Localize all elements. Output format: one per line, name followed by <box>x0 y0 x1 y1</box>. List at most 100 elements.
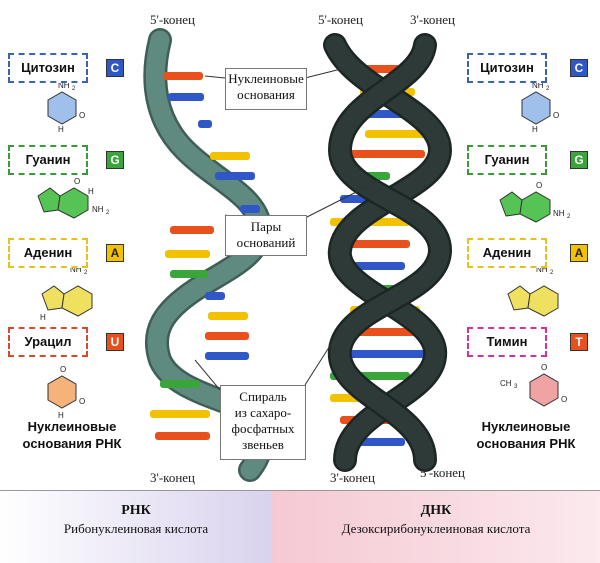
rna-base-red <box>163 72 203 80</box>
left-letter-c: C <box>106 59 124 77</box>
right-base-thymine-label: Тимин <box>467 327 547 357</box>
left-letter-u: U <box>106 333 124 351</box>
right-caption-line1: Нуклеиновые <box>481 419 571 434</box>
svg-text:2: 2 <box>72 86 76 92</box>
svg-text:O: O <box>79 397 85 406</box>
svg-text:O: O <box>541 363 547 372</box>
rna-base-red <box>155 432 210 440</box>
dna-backbone-1-fill <box>325 35 450 470</box>
svg-text:O: O <box>561 395 567 404</box>
svg-text:H: H <box>40 313 46 322</box>
callout-helix-line2: из сахаро- <box>234 405 292 420</box>
rna-base-red <box>170 226 214 234</box>
right-base-guanine-label: Гуанин <box>467 145 547 175</box>
right-caption-line2: основания РНК <box>476 436 576 451</box>
svg-text:NH: NH <box>92 205 104 214</box>
callout-nucleic-bases-line2: основания <box>237 87 295 102</box>
dna-footer-subtitle: Дезоксирибонуклеиновая кислота <box>341 521 531 536</box>
left-base-adenine-label: Аденин <box>8 238 88 268</box>
right-letter-c: C <box>570 59 588 77</box>
right-base-cytosine-label: Цитозин <box>467 53 547 83</box>
arrow-bases-1 <box>204 75 226 79</box>
svg-text:2: 2 <box>84 270 88 276</box>
left-base-guanine-label: Гуанин <box>8 145 88 175</box>
svg-text:O: O <box>536 181 542 190</box>
dna-helix <box>323 33 453 472</box>
dna-pair-red <box>345 150 425 158</box>
callout-base-pairs-line1: Пары <box>250 219 282 234</box>
arrow-bases-2 <box>304 67 346 79</box>
svg-text:NH: NH <box>70 265 82 274</box>
svg-text:2: 2 <box>546 86 550 92</box>
right-letter-g: G <box>570 151 588 169</box>
right-base-adenine-label: Аденин <box>467 238 547 268</box>
rna-base-blue <box>198 120 212 128</box>
svg-text:2: 2 <box>106 210 110 216</box>
svg-text:O: O <box>553 111 559 120</box>
rna-base-green <box>170 270 208 278</box>
left-base-uracil-label: Урацил <box>8 327 88 357</box>
arrow-helix-2 <box>304 329 341 386</box>
rna-base-green <box>160 380 200 388</box>
callout-nucleic-bases: Нуклеиновые основания <box>225 68 307 110</box>
left-base-cytosine-label: Цитозин <box>8 53 88 83</box>
dna-backbone-2-fill <box>330 35 450 470</box>
rna-5-end-label: 5'-конец <box>150 12 196 27</box>
rna-base-blue <box>205 292 225 300</box>
svg-text:2: 2 <box>550 270 554 276</box>
right-letter-a: A <box>570 244 588 262</box>
left-letter-a: A <box>106 244 124 262</box>
svg-text:H: H <box>58 125 64 134</box>
callout-arrows <box>194 67 381 391</box>
callout-helix-line3: фосфатных <box>231 421 295 436</box>
left-caption: Нуклеиновые основания РНК <box>8 418 136 452</box>
uracil-molecule-left: O O H <box>47 365 85 420</box>
dna-pair-blue <box>335 350 425 358</box>
left-letter-g: G <box>106 151 124 169</box>
svg-text:H: H <box>88 187 94 196</box>
svg-text:H: H <box>532 125 538 134</box>
rna-base-yellow <box>210 152 250 160</box>
svg-text:O: O <box>60 365 66 374</box>
svg-text:2: 2 <box>567 214 571 220</box>
right-letter-t: T <box>570 333 588 351</box>
rna-footer-title: РНК <box>121 503 151 518</box>
dna-5-end-top-label: 5'-конец <box>318 12 364 27</box>
left-caption-line2: основания РНК <box>22 436 122 451</box>
svg-text:NH: NH <box>532 81 544 90</box>
svg-text:O: O <box>79 111 85 120</box>
rna-footer: РНК Рибонуклеиновая кислота <box>0 490 272 563</box>
left-caption-line1: Нуклеиновые <box>27 419 117 434</box>
dna-3-end-top-label: 3'-конец <box>410 12 456 27</box>
rna-base-blue <box>215 172 255 180</box>
rna-base-blue <box>205 352 249 360</box>
callout-helix-line1: Спираль <box>239 389 287 404</box>
rna-base-red <box>205 332 249 340</box>
dna-3-end-bottom-label: 3'-конец <box>330 470 376 485</box>
dna-pair-yellow <box>365 130 435 138</box>
arrow-pairs-2 <box>304 179 381 219</box>
rna-base-blue <box>168 93 204 101</box>
rna-3-end-label: 3'-конец <box>150 470 196 485</box>
svg-text:NH: NH <box>536 265 548 274</box>
right-caption: Нуклеиновые основания РНК <box>462 418 590 452</box>
svg-text:3: 3 <box>514 384 518 390</box>
svg-text:O: O <box>74 177 80 186</box>
rna-base-yellow <box>208 312 248 320</box>
svg-text:NH: NH <box>58 81 70 90</box>
callout-nucleic-bases-line1: Нуклеиновые <box>228 71 304 86</box>
svg-text:CH: CH <box>500 379 512 388</box>
rna-base-yellow <box>150 410 210 418</box>
callout-sugar-phosphate-helix: Спираль из сахаро- фосфатных звеньев <box>220 385 306 460</box>
callout-helix-line4: звеньев <box>242 437 284 452</box>
